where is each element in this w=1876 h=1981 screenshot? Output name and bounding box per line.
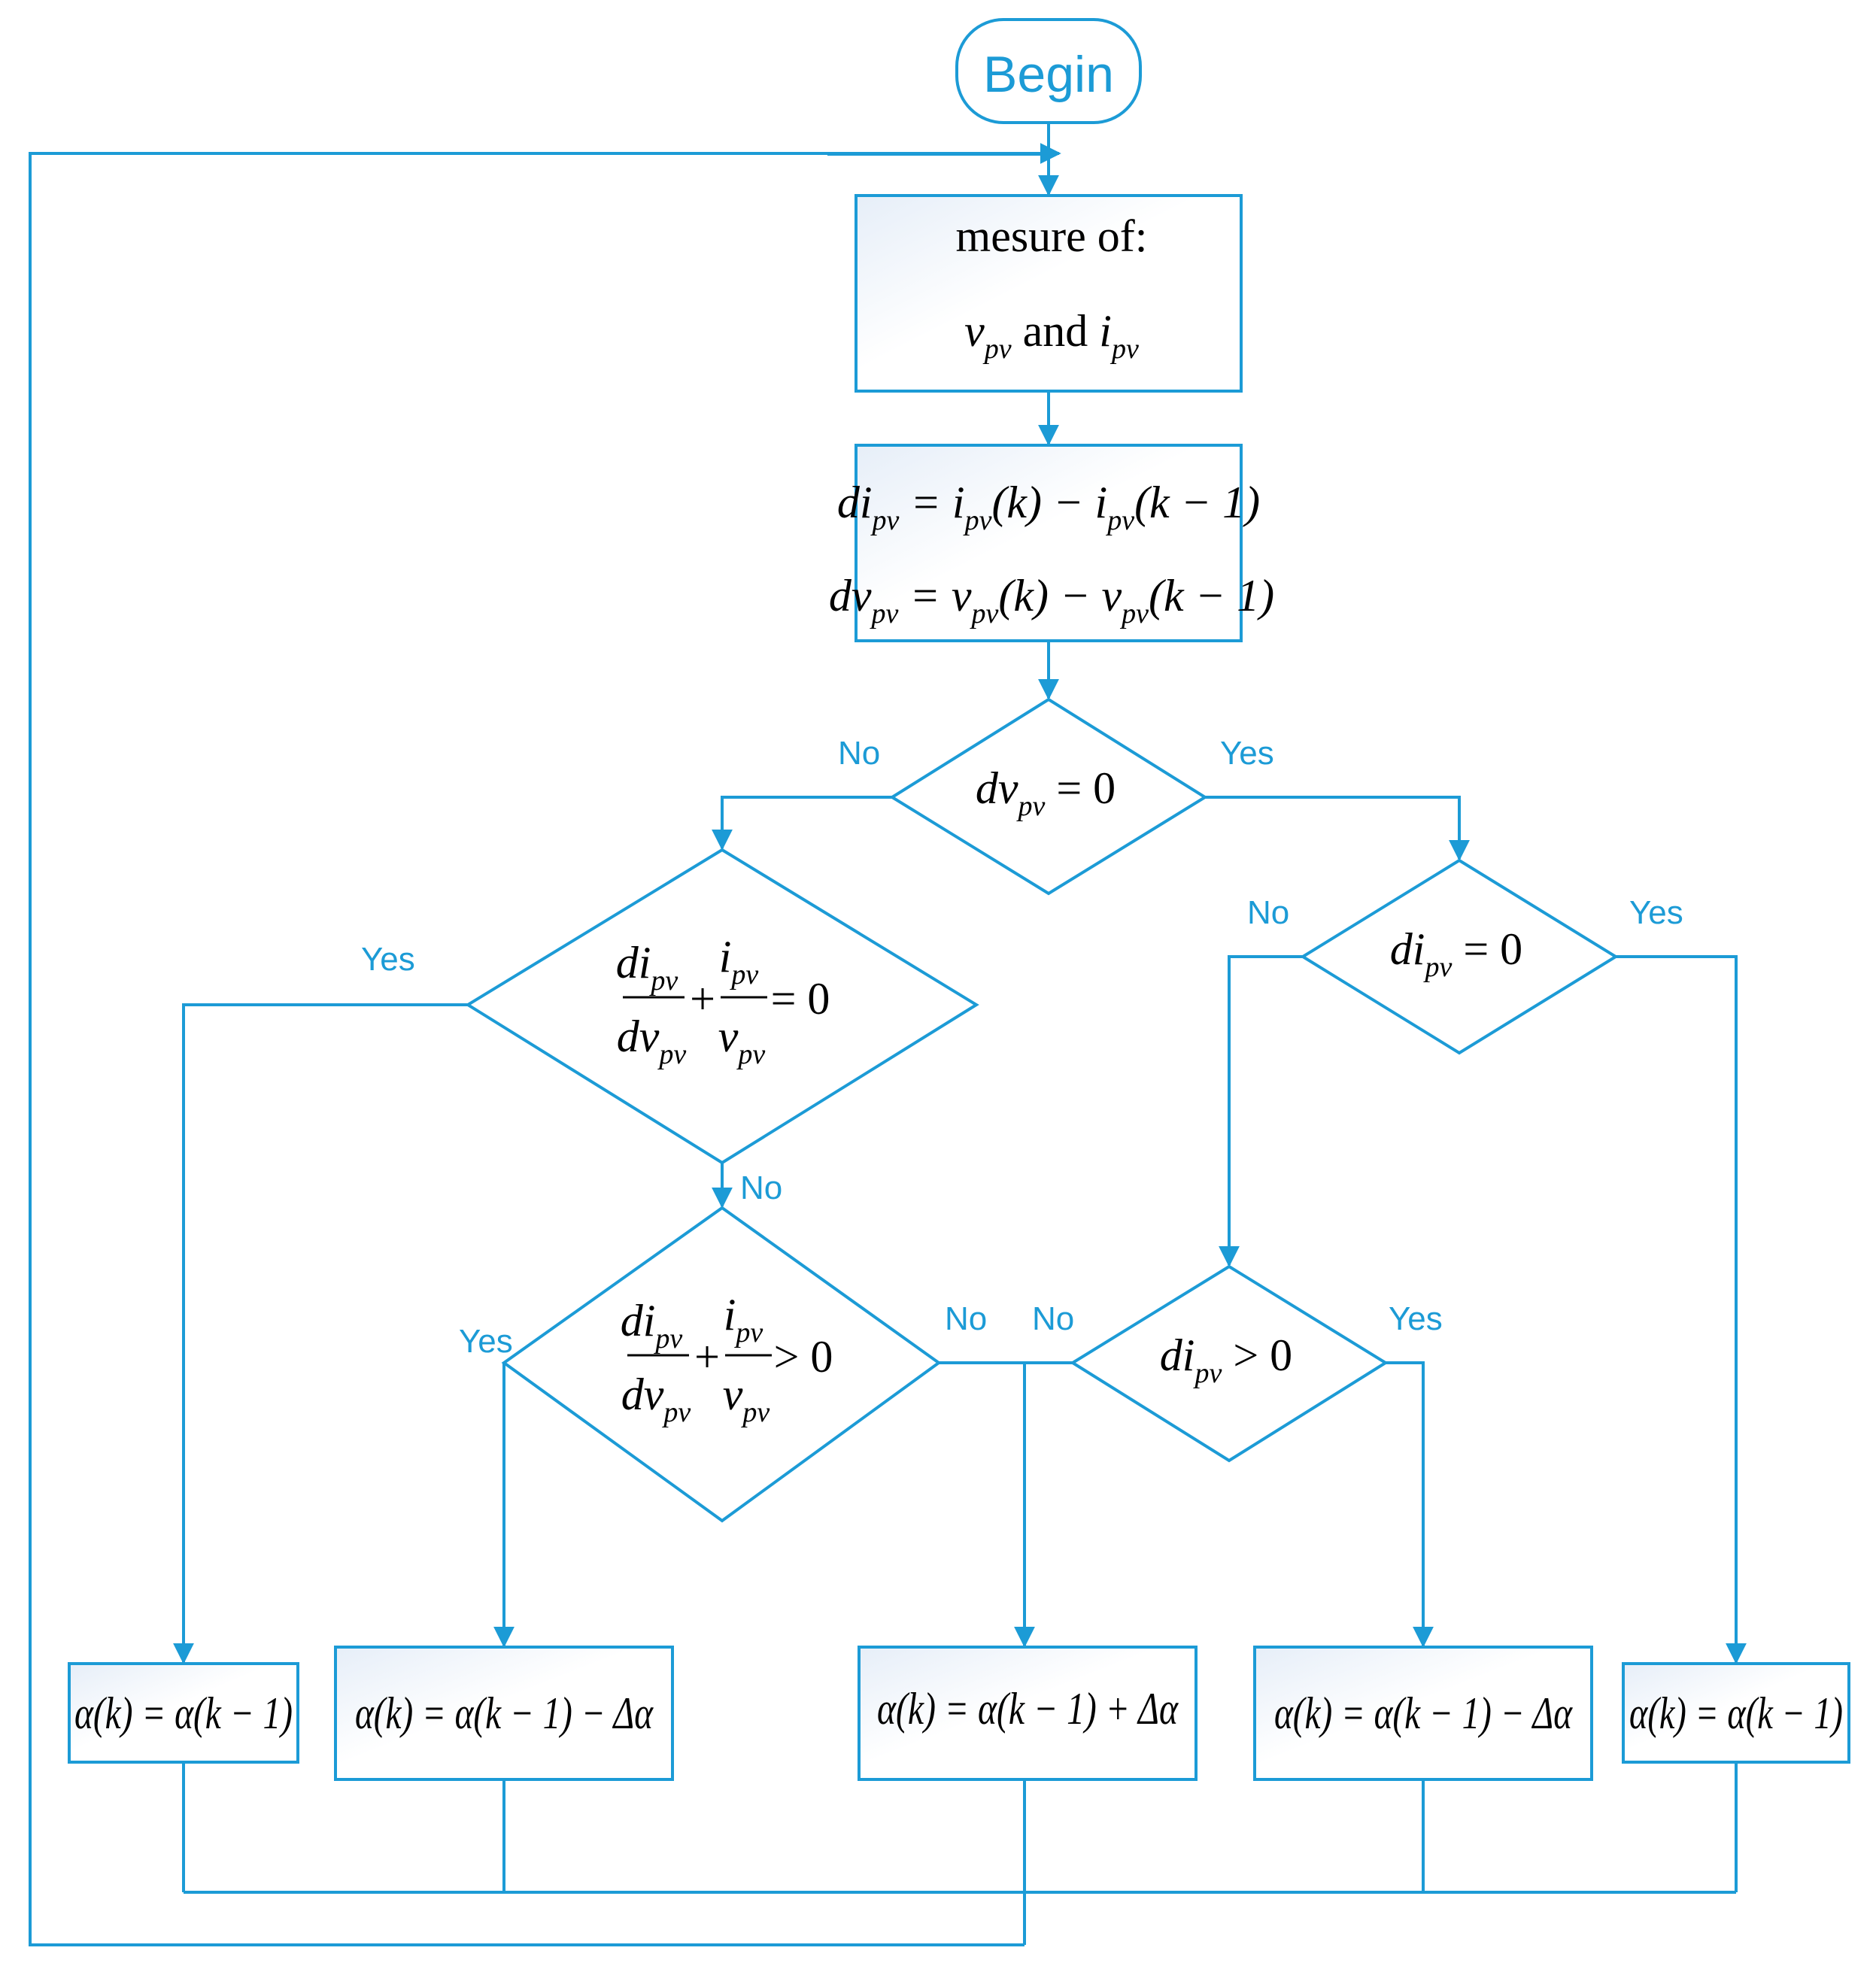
action-hold-left-text: α(k) = α(k − 1) xyxy=(74,1688,293,1738)
decision-dv-zero xyxy=(889,697,1208,896)
begin-terminator xyxy=(955,18,1142,124)
action-inc-mid-text: α(k) = α(k − 1) + Δα xyxy=(877,1684,1179,1734)
connector-frac-eq-yes xyxy=(173,1003,468,1664)
action-inc-mid-box xyxy=(858,1646,1198,1781)
svg-text:dipv: dipv xyxy=(616,938,678,997)
decision-di-zero xyxy=(1300,858,1619,1055)
connector-di0-yes xyxy=(1616,955,1747,1664)
label-dv-yes: Yes xyxy=(1220,735,1274,772)
connector-frac-gt-no xyxy=(939,1361,1035,1648)
svg-text:> 0: > 0 xyxy=(774,1332,833,1382)
svg-text:vpv: vpv xyxy=(723,1370,770,1428)
svg-text:dvpv: dvpv xyxy=(617,1012,687,1070)
decision-di-positive xyxy=(1070,1264,1389,1463)
connector-dv-no xyxy=(712,796,892,851)
label-frac-eq-no: No xyxy=(740,1169,782,1206)
label-dv-no: No xyxy=(838,735,880,772)
decision-frac-eq-zero-expr: dipv dvpv + ipv vpv = 0 xyxy=(616,932,830,1070)
action-dec-left-box xyxy=(334,1646,674,1781)
label-di-pos-no: No xyxy=(1032,1300,1074,1337)
decision-dv-zero-text: dvpv = 0 xyxy=(976,763,1116,822)
label-frac-gt-no: No xyxy=(945,1300,987,1337)
action-dec-left-text: α(k) = α(k − 1) − Δα xyxy=(355,1688,654,1738)
svg-text:+: + xyxy=(690,974,715,1024)
connector-dv-yes xyxy=(1205,796,1470,861)
measure-title: mesure of: xyxy=(956,211,1148,261)
connector-di-pos-yes xyxy=(1386,1361,1434,1648)
connector-di0-no xyxy=(1219,955,1303,1267)
svg-text:dipv: dipv xyxy=(621,1296,683,1355)
action-hold-left-box xyxy=(68,1662,299,1764)
action-dec-right-box xyxy=(1253,1646,1593,1781)
svg-text:= 0: = 0 xyxy=(771,974,830,1024)
dv-equation: dvpv = vpv(k) − vpv(k − 1) xyxy=(829,571,1274,629)
decision-frac-gt-zero xyxy=(501,1206,942,1523)
label-di0-yes: Yes xyxy=(1629,894,1683,931)
label-frac-gt-yes: Yes xyxy=(459,1323,513,1360)
begin-text: Begin xyxy=(983,46,1114,103)
action-dec-right-text: α(k) = α(k − 1) − Δα xyxy=(1274,1688,1573,1738)
measure-vars: vpv and ipv xyxy=(964,306,1139,365)
svg-text:vpv: vpv xyxy=(718,1012,766,1070)
difference-box xyxy=(855,444,1243,642)
loop-return-line xyxy=(29,143,1061,1946)
svg-text:ipv: ipv xyxy=(724,1290,763,1348)
action-hold-right-text: α(k) = α(k − 1) xyxy=(1629,1688,1843,1738)
svg-text:+: + xyxy=(694,1332,720,1382)
label-frac-eq-yes: Yes xyxy=(361,941,415,978)
decision-frac-eq-zero xyxy=(465,848,979,1165)
svg-text:dvpv: dvpv xyxy=(621,1370,691,1428)
svg-text:ipv: ipv xyxy=(719,932,759,991)
label-di0-no: No xyxy=(1247,894,1289,931)
label-di-pos-yes: Yes xyxy=(1389,1300,1443,1337)
decision-frac-gt-zero-expr: dipv dvpv + ipv vpv > 0 xyxy=(621,1290,833,1428)
measure-box xyxy=(855,194,1243,393)
action-hold-right-box xyxy=(1622,1662,1850,1764)
decision-di-zero-text: dipv = 0 xyxy=(1390,924,1522,983)
decision-di-positive-text: dipv > 0 xyxy=(1160,1330,1292,1389)
di-equation: dipv = ipv(k) − ipv(k − 1) xyxy=(837,478,1260,536)
